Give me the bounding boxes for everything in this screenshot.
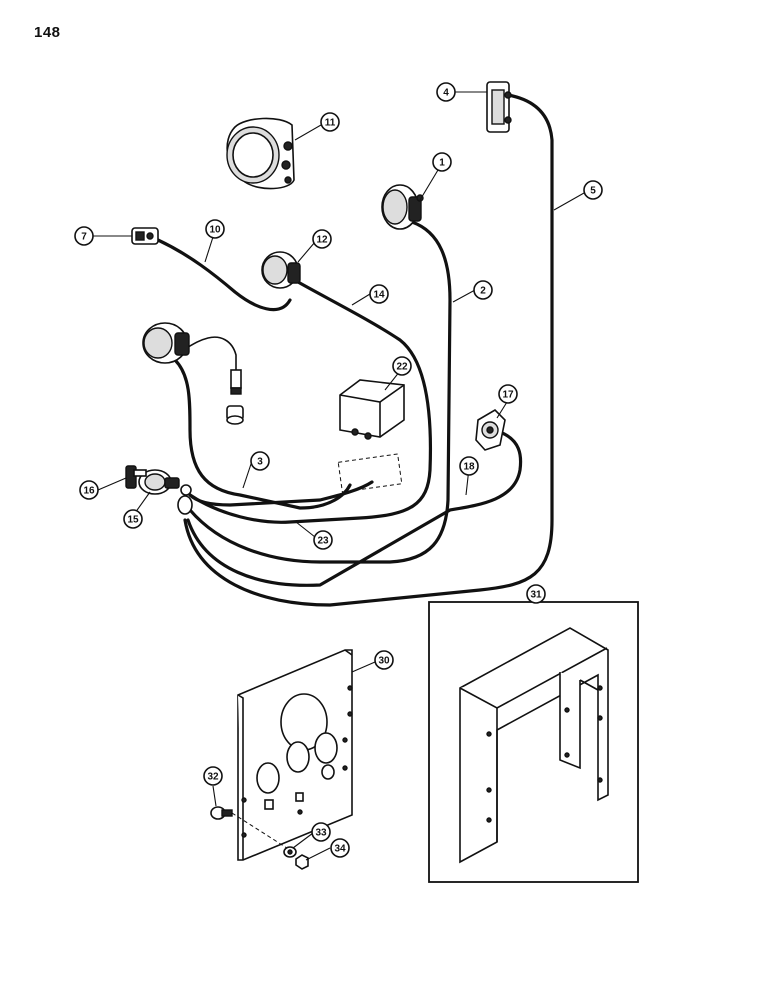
nut-34	[295, 854, 309, 870]
leader-5	[553, 192, 585, 211]
callout-34-label: 34	[334, 844, 346, 855]
leader-15	[134, 491, 151, 514]
wire-2	[188, 220, 452, 564]
callout-15-label: 15	[127, 515, 139, 526]
callout-34: 34	[330, 838, 350, 858]
leader-17	[496, 401, 508, 419]
instrument-panel-30	[237, 649, 353, 861]
regulator-footprint	[337, 453, 403, 493]
callout-11: 11	[320, 112, 340, 132]
leader-32	[212, 785, 217, 807]
callout-5-label: 5	[590, 186, 596, 197]
wiring-harness	[156, 93, 554, 607]
callout-7-label: 7	[81, 232, 87, 243]
callout-16-label: 16	[83, 486, 95, 497]
wire-10	[156, 238, 292, 312]
callout-17-label: 17	[502, 390, 514, 401]
gauge-1	[381, 184, 424, 230]
washer-33	[283, 846, 297, 858]
callout-30-label: 30	[378, 656, 390, 667]
callout-23: 23	[313, 530, 333, 550]
callout-33: 33	[311, 822, 331, 842]
gauge-11	[226, 117, 295, 190]
gauge-12	[261, 251, 301, 289]
grommet	[177, 495, 193, 515]
leader-1	[419, 169, 439, 201]
callout-11-label: 11	[325, 118, 336, 129]
callout-16: 16	[79, 480, 99, 500]
page-number: 148	[34, 24, 61, 41]
temp-sender-capillary	[182, 336, 237, 370]
leader-3	[242, 460, 253, 489]
callout-14: 14	[369, 284, 389, 304]
callout-18-label: 18	[463, 462, 475, 473]
wire-14	[188, 280, 433, 524]
callout-33-label: 33	[315, 828, 327, 839]
callout-2: 2	[473, 280, 493, 300]
callout-12: 12	[312, 229, 332, 249]
callout-12-label: 12	[316, 235, 328, 246]
socket-17	[475, 408, 506, 451]
leader-16	[97, 477, 127, 491]
callout-1: 1	[432, 152, 452, 172]
callout-31-label: 31	[530, 590, 542, 601]
callout-1-label: 1	[439, 158, 445, 169]
key-16	[125, 465, 147, 489]
leader-14	[351, 293, 371, 306]
wire-23	[188, 480, 374, 507]
leader-23	[295, 521, 316, 538]
callout-2-label: 2	[480, 286, 486, 297]
connector-7	[131, 227, 159, 245]
callout-22: 22	[392, 356, 412, 376]
callout-3-label: 3	[257, 457, 263, 468]
wire-5	[183, 93, 554, 607]
callout-5: 5	[583, 180, 603, 200]
bracket-31	[459, 627, 609, 864]
callout-23-label: 23	[317, 536, 329, 547]
wire-18	[186, 430, 523, 587]
callout-18: 18	[459, 456, 479, 476]
callout-31: 31	[526, 584, 546, 604]
leader-33	[292, 832, 314, 849]
temperature-gauge	[142, 322, 190, 364]
leader-11	[294, 124, 322, 141]
callout-22-label: 22	[396, 362, 408, 373]
ignition-switch-15	[138, 469, 192, 496]
callout-17: 17	[498, 384, 518, 404]
callout-10-label: 10	[209, 225, 221, 236]
leader-2	[452, 289, 476, 303]
callout-15: 15	[123, 509, 143, 529]
wire-3	[173, 358, 352, 510]
callout-7: 7	[74, 226, 94, 246]
callout-32: 32	[203, 766, 223, 786]
callout-32-label: 32	[207, 772, 219, 783]
leader-34	[305, 847, 331, 861]
leader-30	[351, 661, 376, 673]
callout-4-label: 4	[443, 88, 449, 99]
callout-4: 4	[436, 82, 456, 102]
leader-12	[297, 241, 316, 263]
bolt-32	[210, 806, 233, 820]
bolt-32-path	[231, 812, 291, 851]
callout-3: 3	[250, 451, 270, 471]
fuse-holder-4	[486, 81, 512, 133]
callout-14-label: 14	[373, 290, 385, 301]
callout-10: 10	[205, 219, 225, 239]
regulator-22	[339, 379, 405, 440]
temperature-sender	[226, 369, 244, 425]
callout-30: 30	[374, 650, 394, 670]
leader-10	[204, 236, 214, 263]
